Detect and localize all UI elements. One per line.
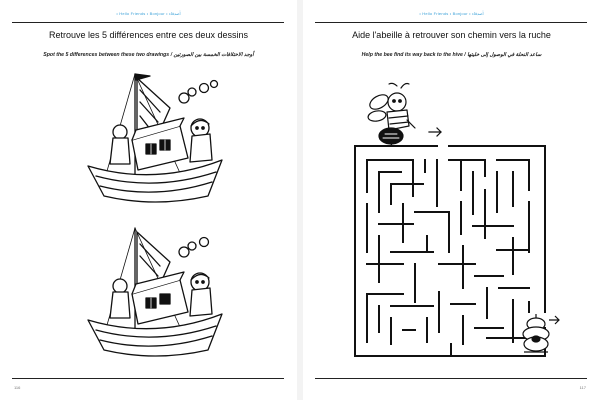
right-page: • Hello Friends • Bonjour • أصدقاء Aide … — [303, 0, 600, 400]
right-page-subtitle: Help the bee find its way back to the hi… — [361, 52, 542, 58]
book-gutter — [297, 0, 303, 400]
left-page-title: Retrouve les 5 différences entre ces deu… — [49, 30, 248, 40]
left-footer-rule — [12, 378, 284, 379]
left-page-number: 116 — [14, 385, 21, 390]
left-header-rule — [12, 22, 284, 23]
right-page-title: Aide l'abeille à retrouver son chemin ve… — [352, 30, 551, 40]
boat-drawing-top — [87, 73, 223, 203]
right-running-header: • Hello Friends • Bonjour • أصدقاء — [419, 11, 484, 16]
maze — [354, 127, 560, 357]
left-running-header: • Hello Friends • Bonjour • أصدقاء — [116, 11, 181, 16]
bee-drawing — [367, 82, 416, 147]
right-page-number: 117 — [579, 385, 586, 390]
boat-drawing-bottom — [87, 227, 223, 357]
left-page-subtitle: Spot the 5 differences between these two… — [43, 52, 254, 58]
left-page: • Hello Friends • Bonjour • أصدقاء Retro… — [0, 0, 297, 400]
right-footer-rule — [315, 378, 587, 379]
hive-drawing — [522, 314, 550, 353]
right-header-rule — [315, 22, 587, 23]
